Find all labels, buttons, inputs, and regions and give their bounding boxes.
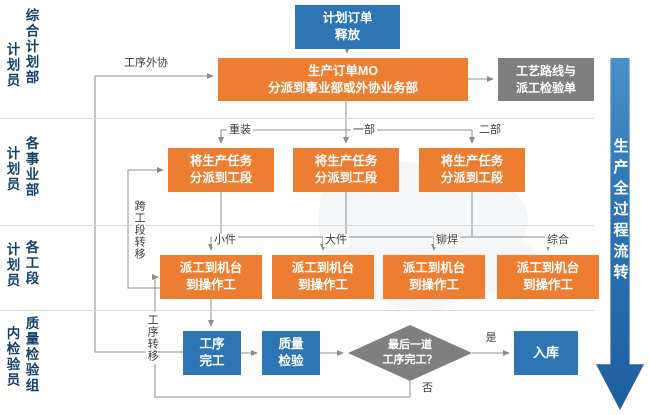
edge-label-large-parts: 大件: [323, 234, 349, 248]
node-assign-task-dept1: 将生产任务 分派到工段: [293, 148, 399, 192]
node-production-order-mo: 生产订单MO 分派到事业部或外协业务部: [218, 58, 468, 101]
node-text: 分派到工段: [440, 171, 504, 185]
edge-label-riveting-welding: 铆焊: [434, 234, 460, 248]
node-text: 释放: [334, 28, 360, 42]
node-dispatch-general: 派工到机台 到操作工: [497, 255, 599, 299]
node-dispatch-large: 派工到机台 到操作工: [272, 255, 374, 299]
node-text: 工序完工？: [382, 354, 438, 366]
node-route-inspection-doc: 工艺路线与 派工检验单: [498, 58, 594, 101]
node-text: 工艺路线与: [515, 64, 576, 79]
lane-1-dept: 综合计划部: [23, 8, 39, 86]
node-dispatch-small: 派工到机台 到操作工: [160, 255, 262, 299]
lane-4-role: 内检验员: [4, 326, 20, 388]
node-text: 入库: [532, 345, 559, 361]
edge-label-heavy: 重装: [227, 124, 253, 138]
node-text: 完工: [199, 354, 225, 368]
lane-1-role: 计划员: [4, 42, 20, 89]
node-text: 分派到工段: [314, 171, 378, 185]
node-assign-task-dept2: 将生产任务 分派到工段: [419, 148, 525, 192]
node-process-complete: 工序 完工: [183, 331, 241, 375]
node-text: 将生产任务: [440, 154, 504, 169]
node-plan-order-release: 计划订单 释放: [295, 5, 400, 49]
node-text: 到操作工: [408, 278, 459, 292]
lane-divider: [0, 225, 594, 226]
node-text: 工序: [199, 337, 225, 352]
edge-label-cross-section-transfer: 跨工段转移: [133, 198, 146, 262]
lane-divider: [0, 118, 594, 119]
node-warehouse-in: 入库: [514, 331, 578, 375]
node-text: 分派到工段: [189, 171, 253, 185]
node-dispatch-welding: 派工到机台 到操作工: [383, 255, 485, 299]
node-quality-inspection: 质量 检验: [262, 331, 320, 375]
node-text: 分派到事业部或外协业务部: [267, 80, 418, 95]
lane-2-role: 计划员: [4, 146, 20, 193]
node-text: 到操作工: [522, 278, 573, 292]
node-text: 到操作工: [297, 278, 348, 292]
lane-4-dept: 质量检验组: [23, 316, 39, 394]
node-text: 将生产任务: [189, 154, 253, 169]
node-text: 派工到机台: [179, 261, 243, 276]
edge-label-dept2: 二部: [477, 124, 503, 138]
node-text: 质量: [278, 337, 304, 352]
flow-arrow-label: 生产全过程流转: [611, 137, 629, 285]
node-text: 派工到机台: [291, 261, 355, 276]
edge-label-yes: 是: [483, 332, 499, 346]
edge-label-no: 否: [420, 382, 435, 396]
node-text: 计划订单: [322, 11, 373, 26]
lane-3-role: 计划员: [4, 242, 20, 289]
edge-label-small-parts: 小件: [212, 234, 238, 248]
node-text: 将生产任务: [314, 154, 378, 169]
edge-label-outsourcing: 工序外协: [122, 57, 170, 71]
node-text: 检验: [278, 354, 304, 368]
edge-label-dept1: 一部: [351, 124, 377, 138]
lane-divider: [0, 310, 594, 311]
lane-3-dept: 各工段: [23, 240, 39, 287]
lane-2-dept: 各事业部: [23, 136, 39, 198]
node-text: 最后一道: [388, 338, 432, 351]
node-text: 生产订单MO: [307, 63, 379, 78]
node-text: 派工到机台: [402, 261, 466, 276]
node-text: 到操作工: [185, 278, 236, 292]
edge-label-general: 综合: [545, 234, 571, 248]
node-text: 派工到机台: [516, 261, 580, 276]
node-assign-task-heavy: 将生产任务 分派到工段: [168, 148, 274, 192]
edge-label-process-transfer: 工序转移: [146, 312, 159, 364]
node-text: 派工检验单: [515, 80, 576, 95]
